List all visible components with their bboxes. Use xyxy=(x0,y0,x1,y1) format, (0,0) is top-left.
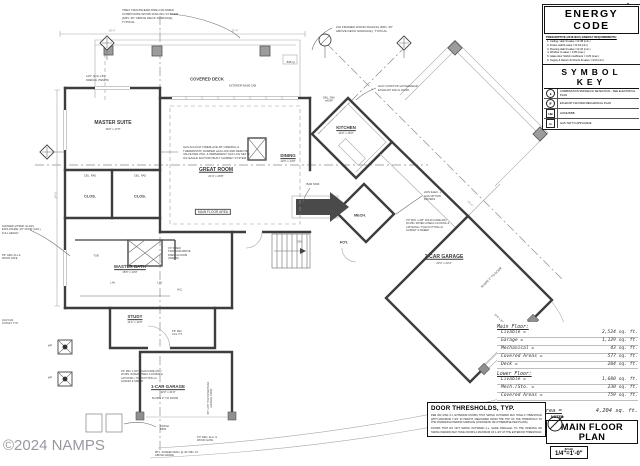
symbol-key-label: HOSE BIBB xyxy=(560,111,575,115)
openings xyxy=(63,86,357,350)
title-block: NOTED MAIN FLOOR PLAN SCALE 1/4"=1'-0" xyxy=(546,415,638,459)
leader-lines xyxy=(29,13,423,257)
area-row: Livable =1,680 sq. ft. xyxy=(497,377,638,386)
door-thresholds-para-1: PER IRC R311.3.1, EXTERIOR DOORS THAT SW… xyxy=(431,414,542,425)
scale-box: SCALE 1/4"=1'-0" xyxy=(550,446,588,459)
area-row: Mechanical =43 sq. ft. xyxy=(497,346,638,354)
area-row: Covered Areas =577 sq. ft. xyxy=(497,354,638,362)
exhaust-symbol-icon: F xyxy=(544,99,558,108)
symbol-key-label: EXHAUST FAN PER MECHANICAL PLAN xyxy=(560,101,611,105)
energy-code-item: Frame wall R-value = R-19 (min.) xyxy=(550,44,637,48)
sheet-title: MAIN FLOOR PLAN xyxy=(546,420,638,444)
ceiling-dashed-outline xyxy=(169,105,301,225)
noted-label: NOTED xyxy=(551,415,564,419)
symbol-key-box: SYMBOL KEY ●COMBINATION SMOKE/CO DETECTI… xyxy=(542,64,640,130)
energy-code-items: Ceiling / attic R-value = R-38 (min.)Fra… xyxy=(550,40,637,63)
area-group-heading: Main Floor: xyxy=(497,325,529,330)
section-cut-arrow xyxy=(291,192,349,222)
energy-code-item: Glass door SHGC coefficient = 0.25 (max.… xyxy=(550,55,637,59)
energy-code-item: Window U-value = 0.35 (max.) xyxy=(550,51,637,55)
right-deck-outline xyxy=(399,39,549,217)
grid-marker-circle xyxy=(318,33,332,58)
energy-code-item: Supply & Return Air Ducts R-value = R-8 … xyxy=(550,59,637,63)
hose-symbol-icon: HB xyxy=(544,109,558,118)
energy-code-item: Flooring slab R-value = R-10 (min.) xyxy=(550,48,637,52)
energy-code-title: ENERGY CODE xyxy=(544,6,639,34)
symbol-key-label: COMBINATION SMOKE/CO DETECTION - SEE ELE… xyxy=(560,90,636,97)
area-row: Mech./Sto. =230 sq. ft. xyxy=(497,385,638,394)
area-group-heading: Lower Floor: xyxy=(497,372,532,378)
area-row: Garage =1,129 sq. ft. xyxy=(497,338,638,346)
combination-symbol-icon: ● xyxy=(544,89,558,98)
trash-bins xyxy=(85,413,157,433)
scale-label: SCALE xyxy=(564,448,574,451)
door-thresholds-title: DOOR THRESHOLDS, TYP. xyxy=(431,405,515,412)
area-row: Livable =2,524 sq. ft. xyxy=(497,330,638,338)
grid-marker-diamond xyxy=(99,35,115,51)
grid-marker-diamond xyxy=(39,144,55,160)
symbol-key-rows: ●COMBINATION SMOKE/CO DETECTION - SEE EL… xyxy=(544,89,639,128)
area-row: Covered Areas =759 sq. ft. xyxy=(497,393,638,402)
outlet-symbol xyxy=(57,339,73,355)
deck-post xyxy=(447,40,463,56)
gas-symbol-icon: G xyxy=(544,119,558,128)
door-thresholds-para-2: DOORS THAT DO NOT SWING OUTWARD (i.e. SL… xyxy=(431,427,542,434)
symbol-key-row: ●COMBINATION SMOKE/CO DETECTION - SEE EL… xyxy=(544,89,639,99)
symbol-key-label: GAS TAP TO APPLIANCE xyxy=(560,121,592,125)
scale-marker-icon xyxy=(547,415,564,432)
scale-value: 1/4"=1'-0" xyxy=(555,451,583,457)
grid-marker-diamond xyxy=(396,35,412,51)
outlet-symbol xyxy=(57,371,73,387)
dimension-lines xyxy=(54,31,306,307)
walls-left-wing xyxy=(63,86,312,421)
bbq-counter xyxy=(282,54,298,65)
deck-post xyxy=(532,126,548,142)
area-row: Deck =284 sq. ft. xyxy=(497,362,638,370)
energy-code-subtitle: PRESCRIPTIVE (2018 IECC) ENERGY REQUIREM… xyxy=(546,36,617,39)
deck-post xyxy=(151,45,163,57)
door-thresholds-box: DOOR THRESHOLDS, TYP. PER IRC R311.3.1, … xyxy=(427,402,546,438)
kitchen-island xyxy=(338,138,366,166)
shower-hatch xyxy=(127,239,163,267)
deck-post xyxy=(259,45,271,57)
symbol-key-title: SYMBOL KEY xyxy=(544,66,639,89)
energy-code-item: Ceiling / attic R-value = R-38 (min.) xyxy=(550,40,637,44)
fireplace xyxy=(247,137,267,161)
stairs xyxy=(271,233,311,269)
